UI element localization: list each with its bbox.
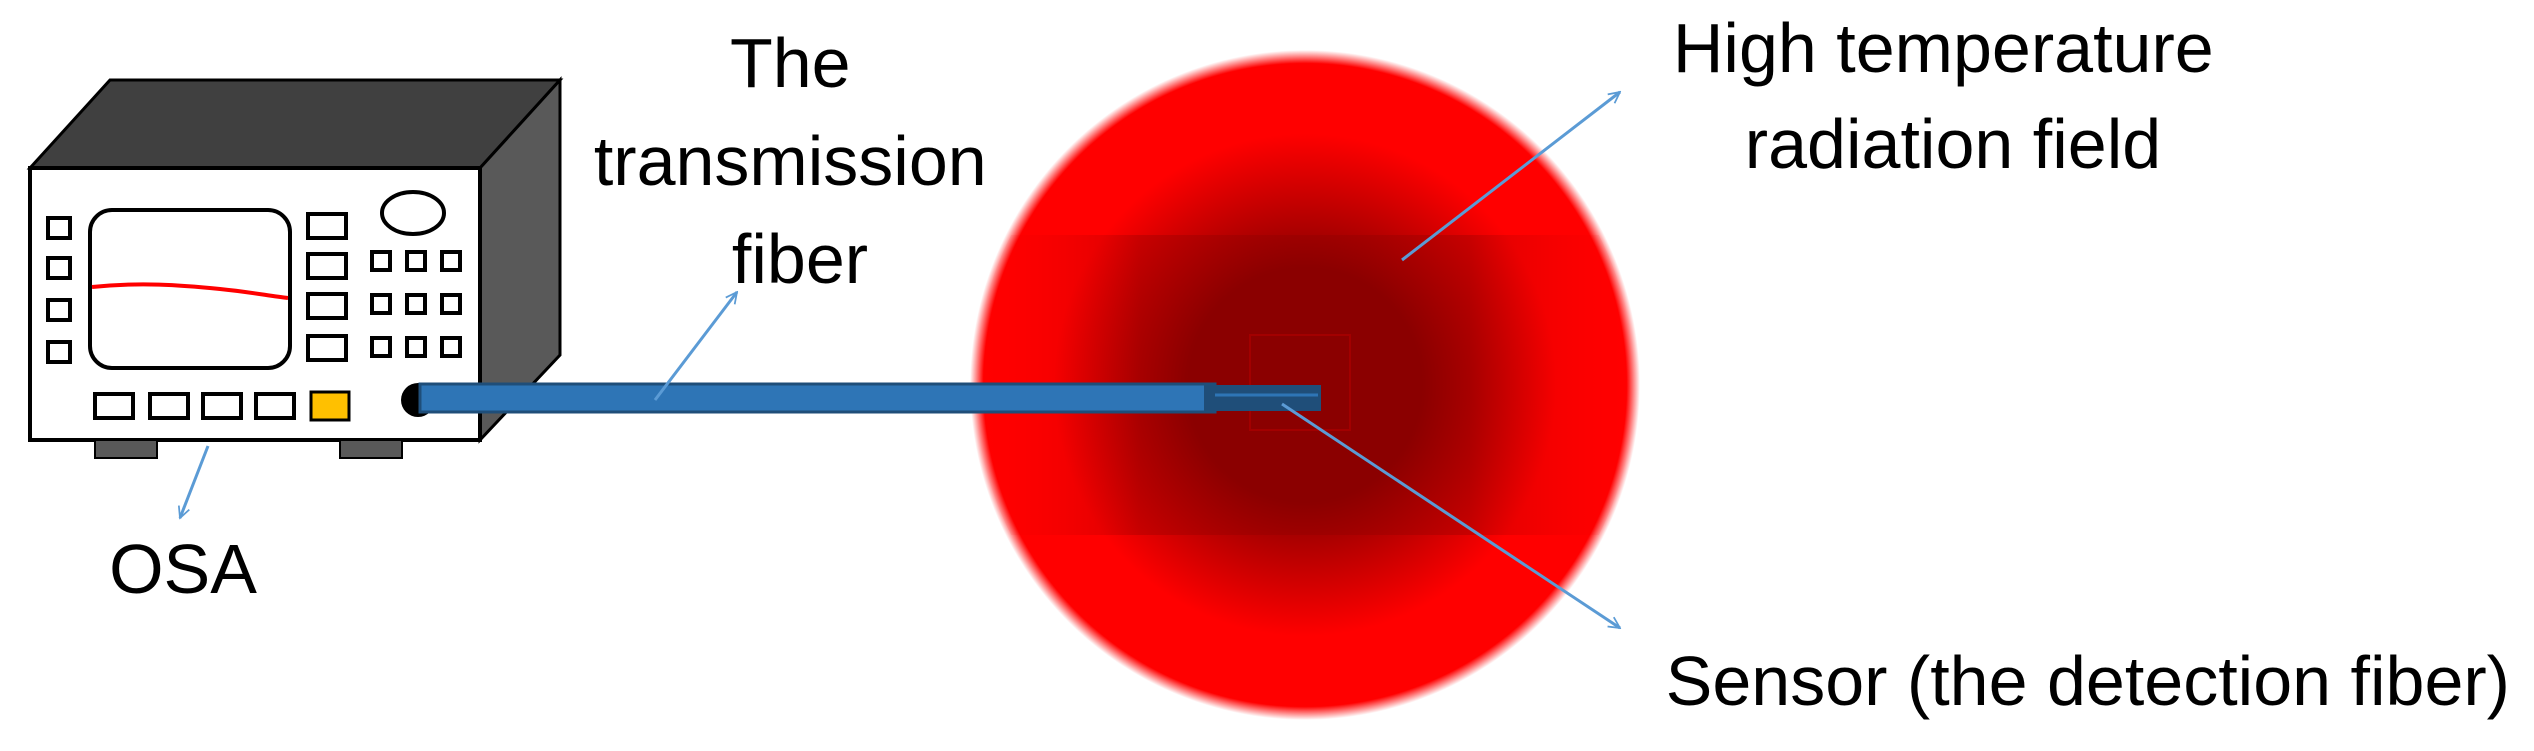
indicator-button	[309, 390, 351, 422]
osa-device-icon	[26, 76, 564, 459]
screen-trace	[91, 282, 289, 300]
label-transmission-fiber: The transmission fiber	[594, 24, 1006, 298]
arrow-to-sensor	[1281, 402, 1620, 630]
label-radiation-field: High temperature radiation field	[1673, 9, 2233, 183]
label-sensor: Sensor (the detection fiber)	[1666, 642, 2510, 720]
label-radiation-field-line-2: radiation field	[1745, 105, 2161, 183]
detection-fiber-sensor	[1204, 385, 1321, 411]
arrow-to-transmission-fiber	[653, 292, 739, 401]
arrow-to-osa	[180, 445, 210, 518]
label-radiation-field-line-1: High temperature	[1673, 9, 2214, 87]
label-transmission-fiber-line-3: fiber	[732, 220, 868, 298]
leader-arrows	[180, 92, 1620, 630]
label-transmission-fiber-line-1: The	[730, 24, 851, 102]
label-transmission-fiber-line-2: transmission	[594, 122, 987, 200]
transmission-fiber	[418, 382, 1217, 414]
arrow-to-radiation-field	[1401, 92, 1620, 262]
label-osa: OSA	[109, 530, 257, 608]
